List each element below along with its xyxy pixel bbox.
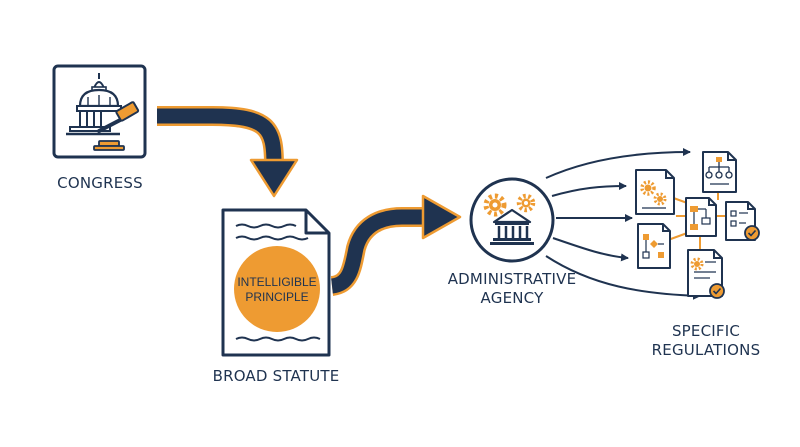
process-document-icon <box>637 223 671 269</box>
approved-document-icon <box>725 201 760 241</box>
certified-document-icon <box>687 249 725 299</box>
administrative-agency-label: ADMINISTRATIVE AGENCY <box>447 270 577 307</box>
arrow-congress-to-statute <box>157 106 299 198</box>
gears-document-icon <box>635 169 675 215</box>
specific-regulations-label: SPECIFIC REGULATIONS <box>651 322 761 359</box>
broad-statute-label: BROAD STATUTE <box>212 367 340 385</box>
flowchart-document-icon <box>702 151 737 193</box>
arrow-statute-to-agency <box>329 194 462 296</box>
congress-label: CONGRESS <box>57 174 143 192</box>
workflow-document-icon <box>685 197 717 237</box>
regulation-documents-icon <box>635 151 760 299</box>
fan-arrows <box>545 148 701 300</box>
capitol-gavel-icon <box>52 64 147 159</box>
intelligible-principle-label: INTELLIGIBLE PRINCIPLE <box>237 275 317 304</box>
government-building-gears-icon <box>469 177 555 263</box>
document-icon <box>221 208 331 357</box>
